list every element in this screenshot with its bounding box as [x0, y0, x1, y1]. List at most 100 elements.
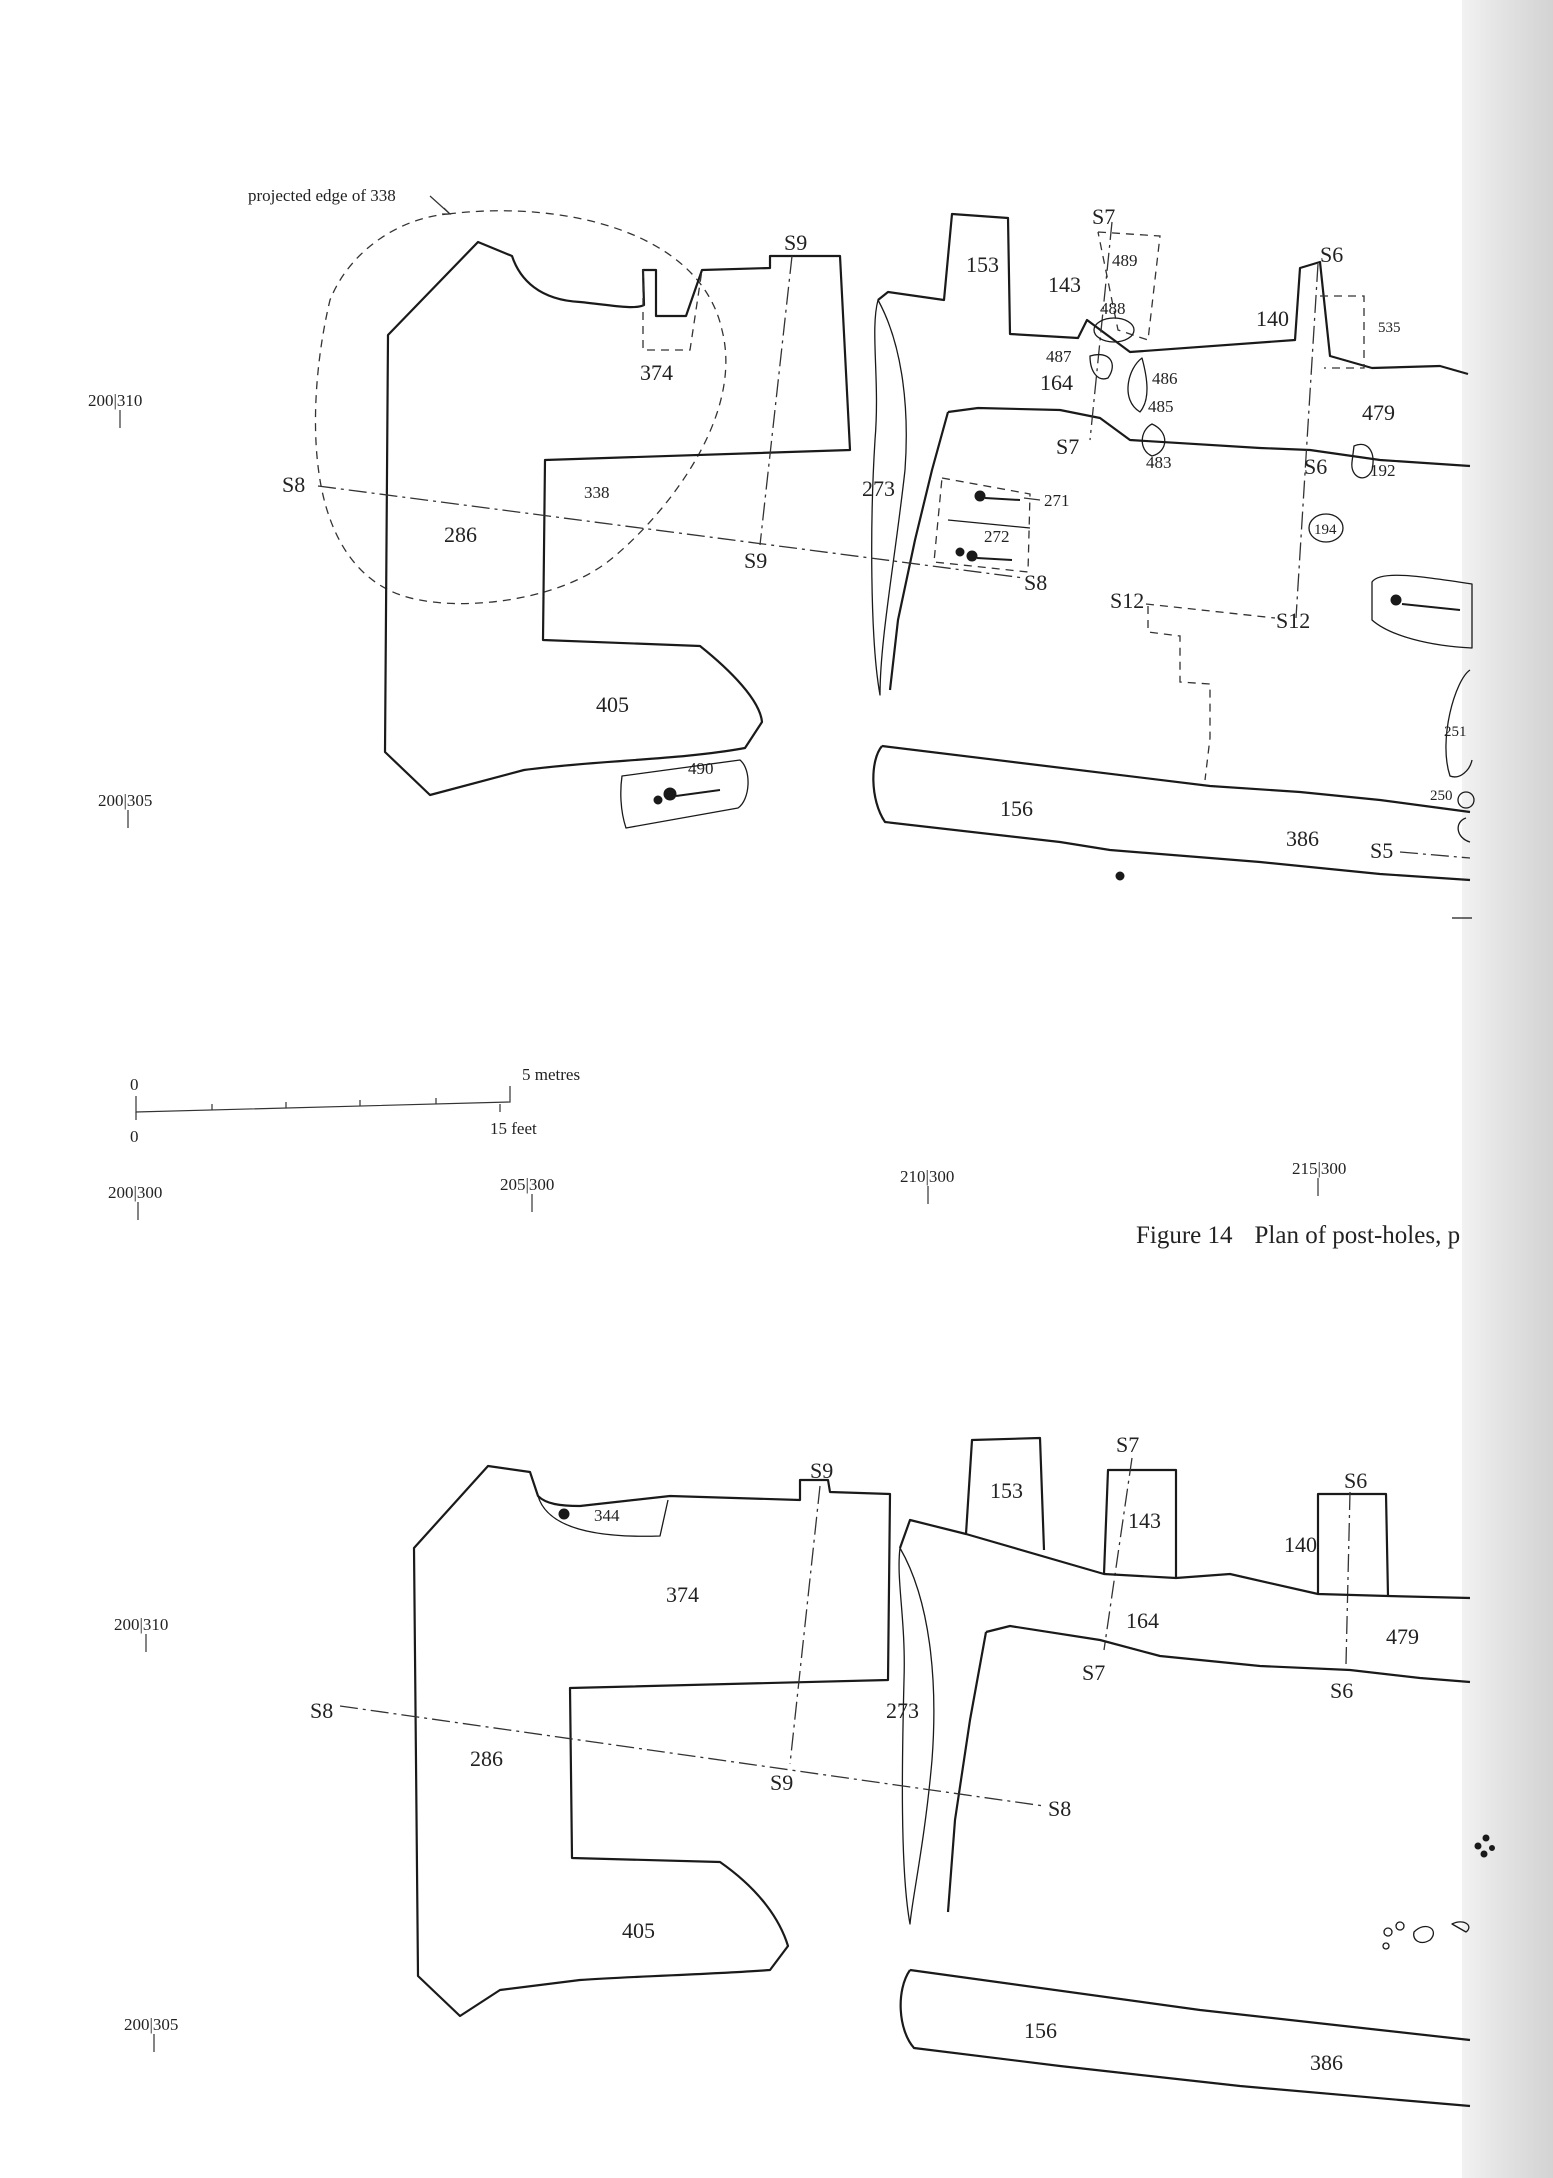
label-s7-bottom-bottom: S7: [1082, 1660, 1105, 1685]
feature-483-pit: [1141, 423, 1166, 457]
burial-right-edge: [1371, 574, 1473, 649]
feature-490-burial: [620, 759, 749, 829]
scale-metric-zero: 0: [130, 1075, 139, 1094]
label-286: 286: [444, 522, 477, 547]
feature-192-posthole: [1351, 443, 1374, 479]
label-s9-top-bottom: S9: [810, 1458, 833, 1483]
label-192: 192: [1370, 461, 1396, 480]
label-140-bottom: 140: [1284, 1532, 1317, 1557]
page-edge-shadow: [1462, 0, 1553, 2178]
scale-imperial-zero: 0: [130, 1127, 139, 1146]
label-338: 338: [584, 483, 610, 502]
label-374: 374: [640, 360, 673, 385]
section-line-s9-bottom: [789, 1485, 821, 1765]
label-487: 487: [1046, 347, 1072, 366]
find-dot-344: [558, 1508, 570, 1520]
feature-250-posthole: [1457, 791, 1475, 809]
label-486: 486: [1152, 369, 1178, 388]
feature-488-pit: [1093, 317, 1135, 343]
feature-156-386-ditch: [881, 744, 1471, 814]
figure-number: Figure 14: [1136, 1222, 1233, 1249]
label-164: 164: [1040, 370, 1073, 395]
bottom-plan: 344 153 143 140 374 164 479 273 286 405 …: [310, 1432, 1495, 2108]
label-344: 344: [594, 1506, 620, 1525]
section-line-s8-top: [317, 485, 1025, 579]
grid-ref-200-310-top: 200|310: [88, 391, 142, 410]
label-488: 488: [1100, 299, 1126, 318]
label-272: 272: [984, 527, 1010, 546]
feature-194-posthole: [1308, 513, 1344, 543]
scale-bar: 0 5 metres 0 15 feet: [130, 1065, 580, 1146]
label-479: 479: [1362, 400, 1395, 425]
label-273-bottom: 273: [886, 1698, 919, 1723]
section-line-s7-top: [1089, 221, 1113, 441]
label-164-bottom: 164: [1126, 1608, 1159, 1633]
label-s6-bottom-bottom: S6: [1330, 1678, 1353, 1703]
label-479-bottom: 479: [1386, 1624, 1419, 1649]
label-140: 140: [1256, 306, 1289, 331]
section-line-s6-top: [1295, 263, 1319, 619]
label-490: 490: [688, 759, 714, 778]
feature-153-corridor-outline: [877, 212, 1469, 376]
label-s6-top: S6: [1320, 242, 1343, 267]
feature-286-374-outline-bottom: [412, 1464, 892, 2018]
label-s6-top-bottom: S6: [1344, 1468, 1367, 1493]
section-line-s8-bottom: [339, 1705, 1045, 1807]
grid-ref-200-310-bottom: 200|310: [114, 1615, 168, 1634]
label-485: 485: [1148, 397, 1174, 416]
label-s12-right: S12: [1276, 608, 1310, 633]
grid-ref-200-305-bottom: 200|305: [124, 2015, 178, 2034]
label-286-bottom: 286: [470, 1746, 503, 1771]
bottom-grid-refs: 200|310 200|305: [114, 1615, 178, 2052]
label-156-bottom: 156: [1024, 2018, 1057, 2043]
top-plan: projected edge of 338: [248, 186, 1475, 919]
feature-374-dashed: [642, 269, 703, 351]
projected-edge-338: [314, 210, 727, 605]
label-s7-top-bottom: S7: [1116, 1432, 1139, 1457]
section-line-s6-bottom: [1345, 1491, 1351, 1665]
feature-286-outline: [383, 240, 852, 797]
feature-271-272-burials: [933, 477, 1031, 573]
label-s9-bottom-bottom: S9: [770, 1770, 793, 1795]
section-line-s12: [1145, 603, 1276, 781]
feature-143-bottom: [1102, 1468, 1178, 1578]
label-251: 251: [1444, 724, 1467, 740]
figure-title: Plan of post-holes, p: [1254, 1222, 1461, 1249]
feature-273-outline: [871, 299, 907, 696]
label-386-bottom: 386: [1310, 2050, 1343, 2075]
grid-ref-210-300: 210|300: [900, 1167, 954, 1186]
feature-486-pit: [1127, 357, 1148, 413]
section-line-s7-bottom: [1103, 1457, 1133, 1651]
feature-535-dashed: [1320, 295, 1365, 369]
feature-344-outline: [537, 1495, 669, 1537]
label-405: 405: [596, 692, 629, 717]
annotation-projected-edge: projected edge of 338: [248, 186, 396, 205]
label-153: 153: [966, 252, 999, 277]
label-489: 489: [1112, 251, 1138, 270]
scale-metric-end: 5 metres: [522, 1065, 580, 1084]
top-grid-refs: 200|310 200|305 200|300 205|300 210|300 …: [88, 391, 1346, 1220]
feature-487-pit: [1089, 353, 1113, 380]
grid-ref-200-305-top: 200|305: [98, 791, 152, 810]
dense-find-right: [1474, 1834, 1495, 1858]
label-273: 273: [862, 476, 895, 501]
figure-caption: Figure 14 Plan of post-holes, p: [1136, 1222, 1482, 1250]
label-405-bottom: 405: [622, 1918, 655, 1943]
label-s8-right: S8: [1024, 570, 1047, 595]
label-s6-bottom: S6: [1304, 454, 1327, 479]
label-386: 386: [1286, 826, 1319, 851]
label-s8-left: S8: [282, 472, 305, 497]
feature-153-bottom: [964, 1436, 1046, 1551]
skeleton-490: [653, 787, 721, 805]
label-s7-top: S7: [1092, 204, 1115, 229]
feature-489-dashed: [1097, 231, 1161, 341]
label-194: 194: [1314, 522, 1337, 538]
grid-ref-215-300: 215|300: [1292, 1159, 1346, 1178]
label-271: 271: [1044, 491, 1070, 510]
posthole-cluster-right: [1382, 1921, 1470, 1950]
label-143: 143: [1048, 272, 1081, 297]
label-s9-top: S9: [784, 230, 807, 255]
label-153-bottom: 153: [990, 1478, 1023, 1503]
feature-251-pit: [1445, 669, 1473, 778]
